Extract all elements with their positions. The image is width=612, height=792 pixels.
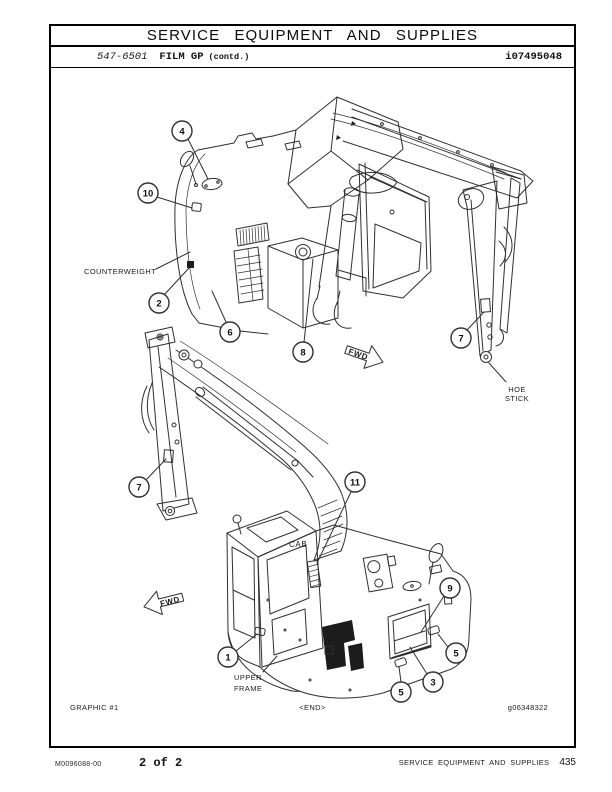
callout-1: 1	[217, 646, 239, 668]
callout-9: 9	[439, 577, 461, 599]
svg-text:6: 6	[227, 327, 232, 338]
hoe-stick-label-line2: STICK	[505, 394, 529, 403]
film-tab-5a	[394, 657, 407, 668]
fwd-label-2: FWD	[159, 595, 181, 609]
deck-oval-plate	[201, 177, 223, 191]
svg-text:11: 11	[350, 477, 361, 488]
hoe-stick-label-line1: HOE	[508, 385, 525, 394]
end-marker: <END>	[299, 703, 326, 712]
figure2-boom	[158, 340, 348, 561]
footer-right: SERVICE EQUIPMENT AND SUPPLIES 435	[399, 757, 576, 768]
section-title-box: SERVICE EQUIPMENT AND SUPPLIES	[49, 24, 576, 47]
upper-frame-label-line2: FRAME	[234, 684, 262, 693]
figure2-stick	[141, 326, 198, 521]
film-tab-5b	[427, 625, 440, 636]
svg-text:3: 3	[430, 677, 435, 688]
upper-frame-label-line1: UPPER	[234, 673, 262, 682]
page-number: 435	[559, 757, 576, 768]
figure1-cab	[356, 162, 432, 299]
mirror	[179, 150, 195, 168]
counterweight-label: COUNTERWEIGHT	[84, 267, 156, 276]
svg-text:1: 1	[225, 652, 231, 663]
film-decal-stick2	[163, 449, 174, 463]
svg-text:7: 7	[136, 482, 141, 493]
cab-label: CAB	[289, 540, 307, 549]
part-name: FILM GP	[159, 51, 204, 63]
graphic-caption: GRAPHIC #1	[70, 703, 119, 712]
figure2-upper-frame	[227, 524, 472, 699]
part-number: 547-6501	[97, 51, 148, 63]
callout-8: 8	[292, 341, 314, 363]
leader-lines	[146, 138, 507, 683]
svg-text:5: 5	[398, 687, 404, 698]
fwd-label-1: FWD	[347, 347, 369, 362]
svg-text:10: 10	[143, 188, 154, 199]
svg-text:4: 4	[179, 126, 185, 137]
callout-11: 11	[344, 471, 366, 493]
part-header-row: 547-6501 FILM GP (contd.) i07495048	[51, 47, 574, 68]
callout-4: 4	[171, 120, 193, 142]
callout-3: 3	[422, 671, 444, 693]
section-title: SERVICE EQUIPMENT AND SUPPLIES	[146, 27, 479, 44]
callout-5a: 5	[390, 681, 412, 703]
callout-2: 2	[148, 292, 170, 314]
figure-labels: COUNTERWEIGHT HOE STICK CAB UPPER FRAME	[84, 267, 529, 693]
page-info: 2 of 2	[139, 756, 183, 770]
fuel-cap	[295, 244, 311, 260]
media-number: M0096088-00	[55, 761, 102, 768]
fwd-arrow-right: FWD	[344, 345, 384, 369]
figure2-cab	[226, 510, 324, 668]
callouts: 4 10 2 6 8 7 7	[128, 120, 472, 703]
callout-10: 10	[137, 182, 159, 204]
svg-text:9: 9	[447, 583, 452, 594]
film-vent-strip	[306, 559, 322, 589]
svg-text:2: 2	[156, 298, 161, 309]
graphic-id: g06348322	[507, 703, 548, 712]
figure1-hoe-stick	[457, 166, 528, 363]
mirror-right	[428, 543, 444, 563]
doc-id: i07495048	[505, 51, 562, 63]
callout-7-fig2: 7	[128, 476, 150, 498]
callout-5b: 5	[445, 642, 467, 664]
fwd-arrow-left: FWD	[143, 590, 185, 616]
film-decal-large	[322, 620, 355, 670]
film-tab-1	[254, 626, 266, 637]
contd-note: (contd.)	[208, 52, 250, 62]
film-decal-small	[348, 643, 364, 671]
figure2-excavator-front-view	[141, 326, 472, 699]
footer-section-title: SERVICE EQUIPMENT AND SUPPLIES	[398, 758, 550, 767]
svg-text:7: 7	[458, 333, 463, 344]
svg-text:5: 5	[453, 648, 459, 659]
callout-7-fig1: 7	[450, 327, 472, 349]
film-square	[187, 261, 194, 268]
svg-text:8: 8	[300, 347, 305, 358]
callout-6: 6	[219, 321, 241, 343]
film-coil-stack	[233, 246, 265, 304]
film-decal-stick	[480, 298, 491, 313]
